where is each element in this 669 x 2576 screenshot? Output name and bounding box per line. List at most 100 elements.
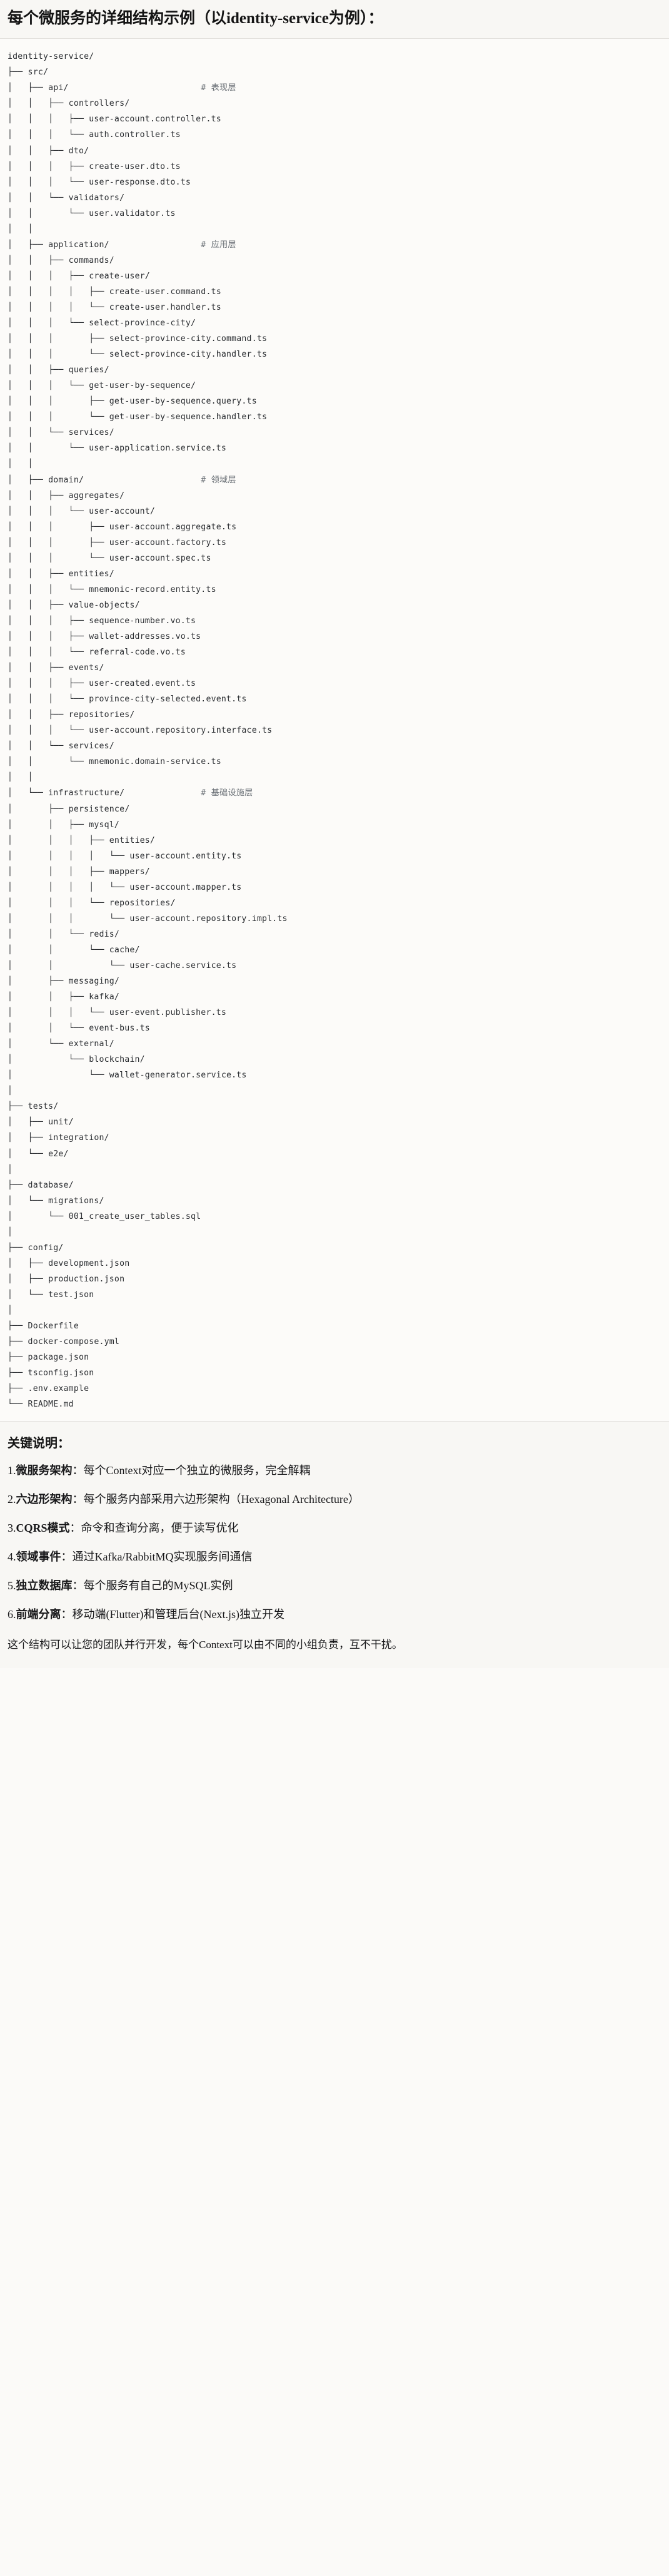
tree-line-text: ├── database/ xyxy=(8,1180,74,1190)
tree-line-text: │ │ └── services/ xyxy=(8,428,114,438)
tree-line: │ │ ├── queries/ xyxy=(8,362,661,378)
tree-line-text: │ │ │ │ ├── create-user.command.ts xyxy=(8,287,221,297)
tree-line-comment: # 基础设施层 xyxy=(124,788,253,798)
tree-line: │ │ └── user.validator.ts xyxy=(8,206,661,221)
tree-line: │ │ └── user-cache.service.ts xyxy=(8,958,661,974)
tree-line-text: │ │ └── user.validator.ts xyxy=(8,208,176,218)
tree-divider xyxy=(0,1421,669,1422)
directory-tree-block: identity-service/├── src/│ ├── api/ # 表现… xyxy=(0,39,669,1422)
key-point-item: 2.六边形架构：每个服务内部采用六边形架构（Hexagonal Architec… xyxy=(8,1491,661,1508)
key-point-number: 2. xyxy=(8,1493,16,1506)
tree-line: │ │ └── event-bus.ts xyxy=(8,1021,661,1036)
tree-line: │ │ │ └── get-user-by-sequence.handler.t… xyxy=(8,409,661,425)
tree-line-text: identity-service/ xyxy=(8,52,94,62)
key-point-number: 5. xyxy=(8,1579,16,1592)
tree-line-text: ├── .env.example xyxy=(8,1384,89,1394)
tree-line-text: ├── package.json xyxy=(8,1353,89,1363)
tree-line: │ │ │ ├── create-user/ xyxy=(8,268,661,284)
tree-line-text: │ │ ├── controllers/ xyxy=(8,99,130,109)
tree-line-text: │ │ │ ├── create-user.dto.ts xyxy=(8,161,181,171)
tree-line: │ │ │ └── user-account/ xyxy=(8,504,661,519)
key-point-description: 每个服务内部采用六边形架构（Hexagonal Architecture） xyxy=(83,1493,360,1506)
tree-line-text: │ │ │ ├── get-user-by-sequence.query.ts xyxy=(8,397,257,407)
tree-line-text: │ │ ├── events/ xyxy=(8,663,104,673)
tree-line-text: │ xyxy=(8,1164,13,1174)
tree-line: │ ├── persistence/ xyxy=(8,802,661,817)
tree-line: │ │ ├── repositories/ xyxy=(8,707,661,723)
tree-line-text: │ ├── persistence/ xyxy=(8,804,130,814)
tree-line: │ │ │ ├── mappers/ xyxy=(8,864,661,880)
tree-line-text: │ │ │ └── referral-code.vo.ts xyxy=(8,648,186,658)
tree-line-text: │ │ │ └── user-account.spec.ts xyxy=(8,553,211,563)
tree-line: │ └── 001_create_user_tables.sql xyxy=(8,1209,661,1224)
tree-line: │ └── test.json xyxy=(8,1287,661,1303)
tree-line-text: │ │ ├── mysql/ xyxy=(8,820,120,830)
tree-line: │ │ │ └── select-province-city/ xyxy=(8,315,661,331)
tree-line: ├── tsconfig.json xyxy=(8,1365,661,1381)
tree-line: │ │ └── services/ xyxy=(8,738,661,754)
tree-line-text: │ ├── messaging/ xyxy=(8,977,120,987)
tree-line: │ ├── application/ # 应用层 xyxy=(8,237,661,253)
key-point-number: 4. xyxy=(8,1550,16,1564)
page-root: 每个微服务的详细结构示例（以identity-service为例）： ident… xyxy=(0,10,669,1668)
tree-line-text: │ │ ├── entities/ xyxy=(8,569,114,579)
tree-line-text: │ │ ├── dto/ xyxy=(8,146,89,156)
tree-line-text: │ └── external/ xyxy=(8,1039,114,1049)
tree-line: │ │ │ └── mnemonic-record.entity.ts xyxy=(8,582,661,598)
tree-line: │ │ └── validators/ xyxy=(8,190,661,206)
tree-line-text: ├── docker-compose.yml xyxy=(8,1337,120,1347)
tree-line-text: │ └── test.json xyxy=(8,1290,94,1300)
directory-tree: identity-service/├── src/│ ├── api/ # 表现… xyxy=(8,49,661,1412)
tree-line-text: │ │ │ └── user-account/ xyxy=(8,506,156,516)
tree-line: │ │ └── services/ xyxy=(8,425,661,440)
tree-line-text: │ │ └── user-cache.service.ts xyxy=(8,960,237,970)
tree-line-text: │ │ │ │ └── user-account.mapper.ts xyxy=(8,882,242,892)
tree-line-text: │ ├── integration/ xyxy=(8,1133,109,1143)
tree-line-text: ├── config/ xyxy=(8,1243,64,1253)
tree-line: │ │ │ ├── user-account.controller.ts xyxy=(8,111,661,127)
tree-line-text: │ │ │ └── select-province-city/ xyxy=(8,318,196,328)
tree-line: │ │ │ └── get-user-by-sequence/ xyxy=(8,378,661,394)
tree-line: │ │ │ ├── wallet-addresses.vo.ts xyxy=(8,629,661,644)
tree-line: │ └── e2e/ xyxy=(8,1146,661,1162)
tree-line-text: │ └── e2e/ xyxy=(8,1149,69,1159)
tree-line-text: │ │ │ │ └── create-user.handler.ts xyxy=(8,303,221,312)
tree-line: │ │ │ └── referral-code.vo.ts xyxy=(8,644,661,660)
tree-line: ├── package.json xyxy=(8,1350,661,1365)
key-point-separator: ： xyxy=(69,1522,81,1535)
tree-line-text: │ │ └── mnemonic.domain-service.ts xyxy=(8,757,221,767)
tree-line: ├── .env.example xyxy=(8,1381,661,1397)
key-point-number: 6. xyxy=(8,1608,16,1621)
key-point-number: 3. xyxy=(8,1522,16,1535)
key-point-separator: ： xyxy=(72,1579,84,1592)
tree-line: │ │ │ ├── get-user-by-sequence.query.ts xyxy=(8,394,661,409)
key-point-item: 3.CQRS模式：命令和查询分离，便于读写优化 xyxy=(8,1520,661,1537)
key-point-number: 1. xyxy=(8,1464,16,1477)
tree-line: │ │ │ ├── entities/ xyxy=(8,833,661,848)
tree-line-comment: # 表现层 xyxy=(68,83,236,93)
tree-line: │ │ │ │ └── create-user.handler.ts xyxy=(8,300,661,315)
tree-line-text: │ │ ├── kafka/ xyxy=(8,992,120,1002)
key-point-description: 通过Kafka/RabbitMQ实现服务间通信 xyxy=(72,1550,253,1564)
tree-line: │ │ │ └── user-account.repository.impl.t… xyxy=(8,911,661,927)
tree-line: │ │ │ ├── sequence-number.vo.ts xyxy=(8,613,661,629)
tree-line: │ │ └── cache/ xyxy=(8,942,661,958)
tree-line: │ │ │ ├── select-province-city.command.t… xyxy=(8,331,661,347)
tree-line-text: │ │ ├── commands/ xyxy=(8,255,114,265)
tree-line-text: ├── src/ xyxy=(8,68,49,78)
tree-line-text: │ │ xyxy=(8,773,33,783)
tree-line: │ │ └── redis/ xyxy=(8,927,661,942)
closing-paragraph: 这个结构可以让您的团队并行开发，每个Context可以由不同的小组负责，互不干扰… xyxy=(8,1639,403,1651)
tree-line: │ │ │ ├── user-created.event.ts xyxy=(8,676,661,691)
tree-line-text: │ │ │ ├── select-province-city.command.t… xyxy=(8,334,268,344)
tree-line: │ │ │ │ └── user-account.entity.ts xyxy=(8,848,661,864)
tree-line-text: │ ├── unit/ xyxy=(8,1117,74,1128)
tree-line-text: │ │ └── user-application.service.ts xyxy=(8,444,227,454)
tree-line-text: │ ├── domain/ xyxy=(8,475,84,485)
tree-line-text: │ │ ├── aggregates/ xyxy=(8,491,125,501)
tree-line: │ └── migrations/ xyxy=(8,1193,661,1209)
tree-line: │ xyxy=(8,1162,661,1178)
tree-line: │ │ │ └── user-account.repository.interf… xyxy=(8,723,661,738)
